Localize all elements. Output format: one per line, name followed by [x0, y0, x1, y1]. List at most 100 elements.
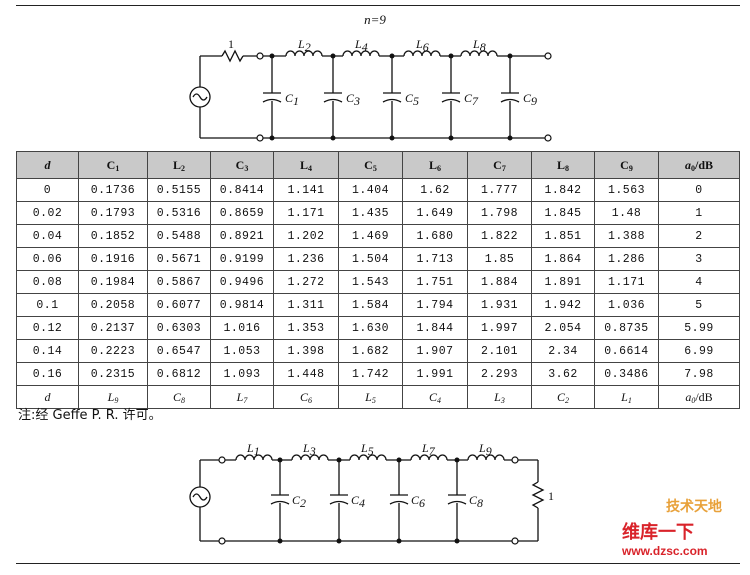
table-cell: 1.794 — [402, 293, 468, 317]
table-cell: 0.8735 — [594, 316, 659, 340]
table-cell: 0.04 — [16, 224, 79, 248]
table-cell: 0.02 — [16, 201, 79, 225]
footer-cell: C4 — [402, 385, 468, 409]
svg-text:C5: C5 — [405, 91, 419, 108]
table-cell: 1 — [658, 201, 740, 225]
label-C: C — [346, 91, 355, 105]
label-sub: 5 — [368, 444, 374, 458]
table-cell: 1.171 — [273, 201, 339, 225]
header-row: d C1 L2 C3 L4 C5 L6 C7 L8 C9 a0/dB — [16, 151, 740, 179]
label-L: L — [421, 441, 429, 455]
top-rule — [16, 5, 740, 6]
label-sub: 8 — [477, 496, 483, 510]
label-sub: 9 — [531, 94, 537, 108]
footer-cell: L3 — [467, 385, 532, 409]
order-label: n=9 — [364, 12, 386, 27]
svg-text:L1: L1 — [246, 441, 260, 458]
label-sub: 7 — [472, 94, 479, 108]
label-sub: 6 — [419, 496, 425, 510]
svg-text:L7: L7 — [421, 441, 436, 458]
table-cell: 1.777 — [467, 178, 532, 202]
table-cell: 0.5488 — [147, 224, 211, 248]
header-cell: C3 — [210, 151, 274, 179]
watermark-url: www.dzsc.com — [622, 544, 708, 558]
label-L: L — [360, 441, 368, 455]
table-cell: 0.9814 — [210, 293, 274, 317]
table-cell: 0.6077 — [147, 293, 211, 317]
table-cell: 0.6303 — [147, 316, 211, 340]
label-sub: 4 — [362, 40, 368, 54]
label-L: L — [354, 37, 362, 51]
table-cell: 0.16 — [16, 362, 79, 386]
table-cell: 1.742 — [338, 362, 403, 386]
table-cell: 3 — [658, 247, 740, 271]
table-cell: 1.891 — [531, 270, 595, 294]
label-C: C — [405, 91, 414, 105]
load-resistor — [531, 481, 545, 509]
table-cell: 5 — [658, 293, 740, 317]
table-cell: 0.2137 — [78, 316, 148, 340]
table-cell: 0.1916 — [78, 247, 148, 271]
footer-cell: L5 — [338, 385, 403, 409]
table-cell: 1.842 — [531, 178, 595, 202]
label-sub: 3 — [309, 444, 316, 458]
label-C: C — [285, 91, 294, 105]
label-C: C — [351, 493, 360, 507]
label-sub: 1 — [293, 94, 299, 108]
footer-cell: d — [16, 385, 79, 409]
label-sub: 6 — [423, 40, 429, 54]
table-cell: 0.6812 — [147, 362, 211, 386]
table-cell: 1.85 — [467, 247, 532, 271]
table-cell: 1.997 — [467, 316, 532, 340]
watermark-logo: 维库一下 — [622, 522, 694, 543]
table-cell: 1.649 — [402, 201, 468, 225]
load-resistor-label: 1 — [548, 489, 554, 503]
table-cell: 1.584 — [338, 293, 403, 317]
svg-text:L8: L8 — [472, 37, 486, 54]
svg-text:L9: L9 — [478, 441, 492, 458]
label-L: L — [246, 441, 254, 455]
table-cell: 7.98 — [658, 362, 740, 386]
label-L: L — [478, 441, 486, 455]
svg-text:C7: C7 — [464, 91, 479, 108]
label-C: C — [464, 91, 473, 105]
table-cell: 1.469 — [338, 224, 403, 248]
svg-text:C9: C9 — [523, 91, 537, 108]
svg-text:C8: C8 — [469, 493, 483, 510]
table-cell: 1.991 — [402, 362, 468, 386]
table-cell: 1.563 — [594, 178, 659, 202]
svg-text:L2: L2 — [297, 37, 311, 54]
table-cell: 2.34 — [531, 339, 595, 363]
footer-cell: L9 — [78, 385, 148, 409]
label-sub: 7 — [429, 444, 436, 458]
svg-text:C2: C2 — [292, 493, 306, 510]
header-cell: C1 — [78, 151, 148, 179]
table-cell: 1.504 — [338, 247, 403, 271]
table-cell: 1.388 — [594, 224, 659, 248]
table-cell: 0.08 — [16, 270, 79, 294]
table-cell: 0.8659 — [210, 201, 274, 225]
header-cell: L6 — [402, 151, 468, 179]
label-L: L — [302, 441, 310, 455]
header-cell: a0/dB — [658, 151, 740, 179]
label-C: C — [292, 493, 301, 507]
svg-text:C6: C6 — [411, 493, 425, 510]
footer-row: d L9 C8 L7 C6 L5 C4 L3 C2 L1 a0/dB — [16, 385, 740, 409]
table-cell: 1.751 — [402, 270, 468, 294]
svg-text:L3: L3 — [302, 441, 316, 458]
table-cell: 0.9199 — [210, 247, 274, 271]
table-cell: 1.093 — [210, 362, 274, 386]
table-cell: 6.99 — [658, 339, 740, 363]
table-cell: 0.5316 — [147, 201, 211, 225]
table-cell: 1.236 — [273, 247, 339, 271]
table-cell: 1.171 — [594, 270, 659, 294]
label-sub: 5 — [413, 94, 419, 108]
